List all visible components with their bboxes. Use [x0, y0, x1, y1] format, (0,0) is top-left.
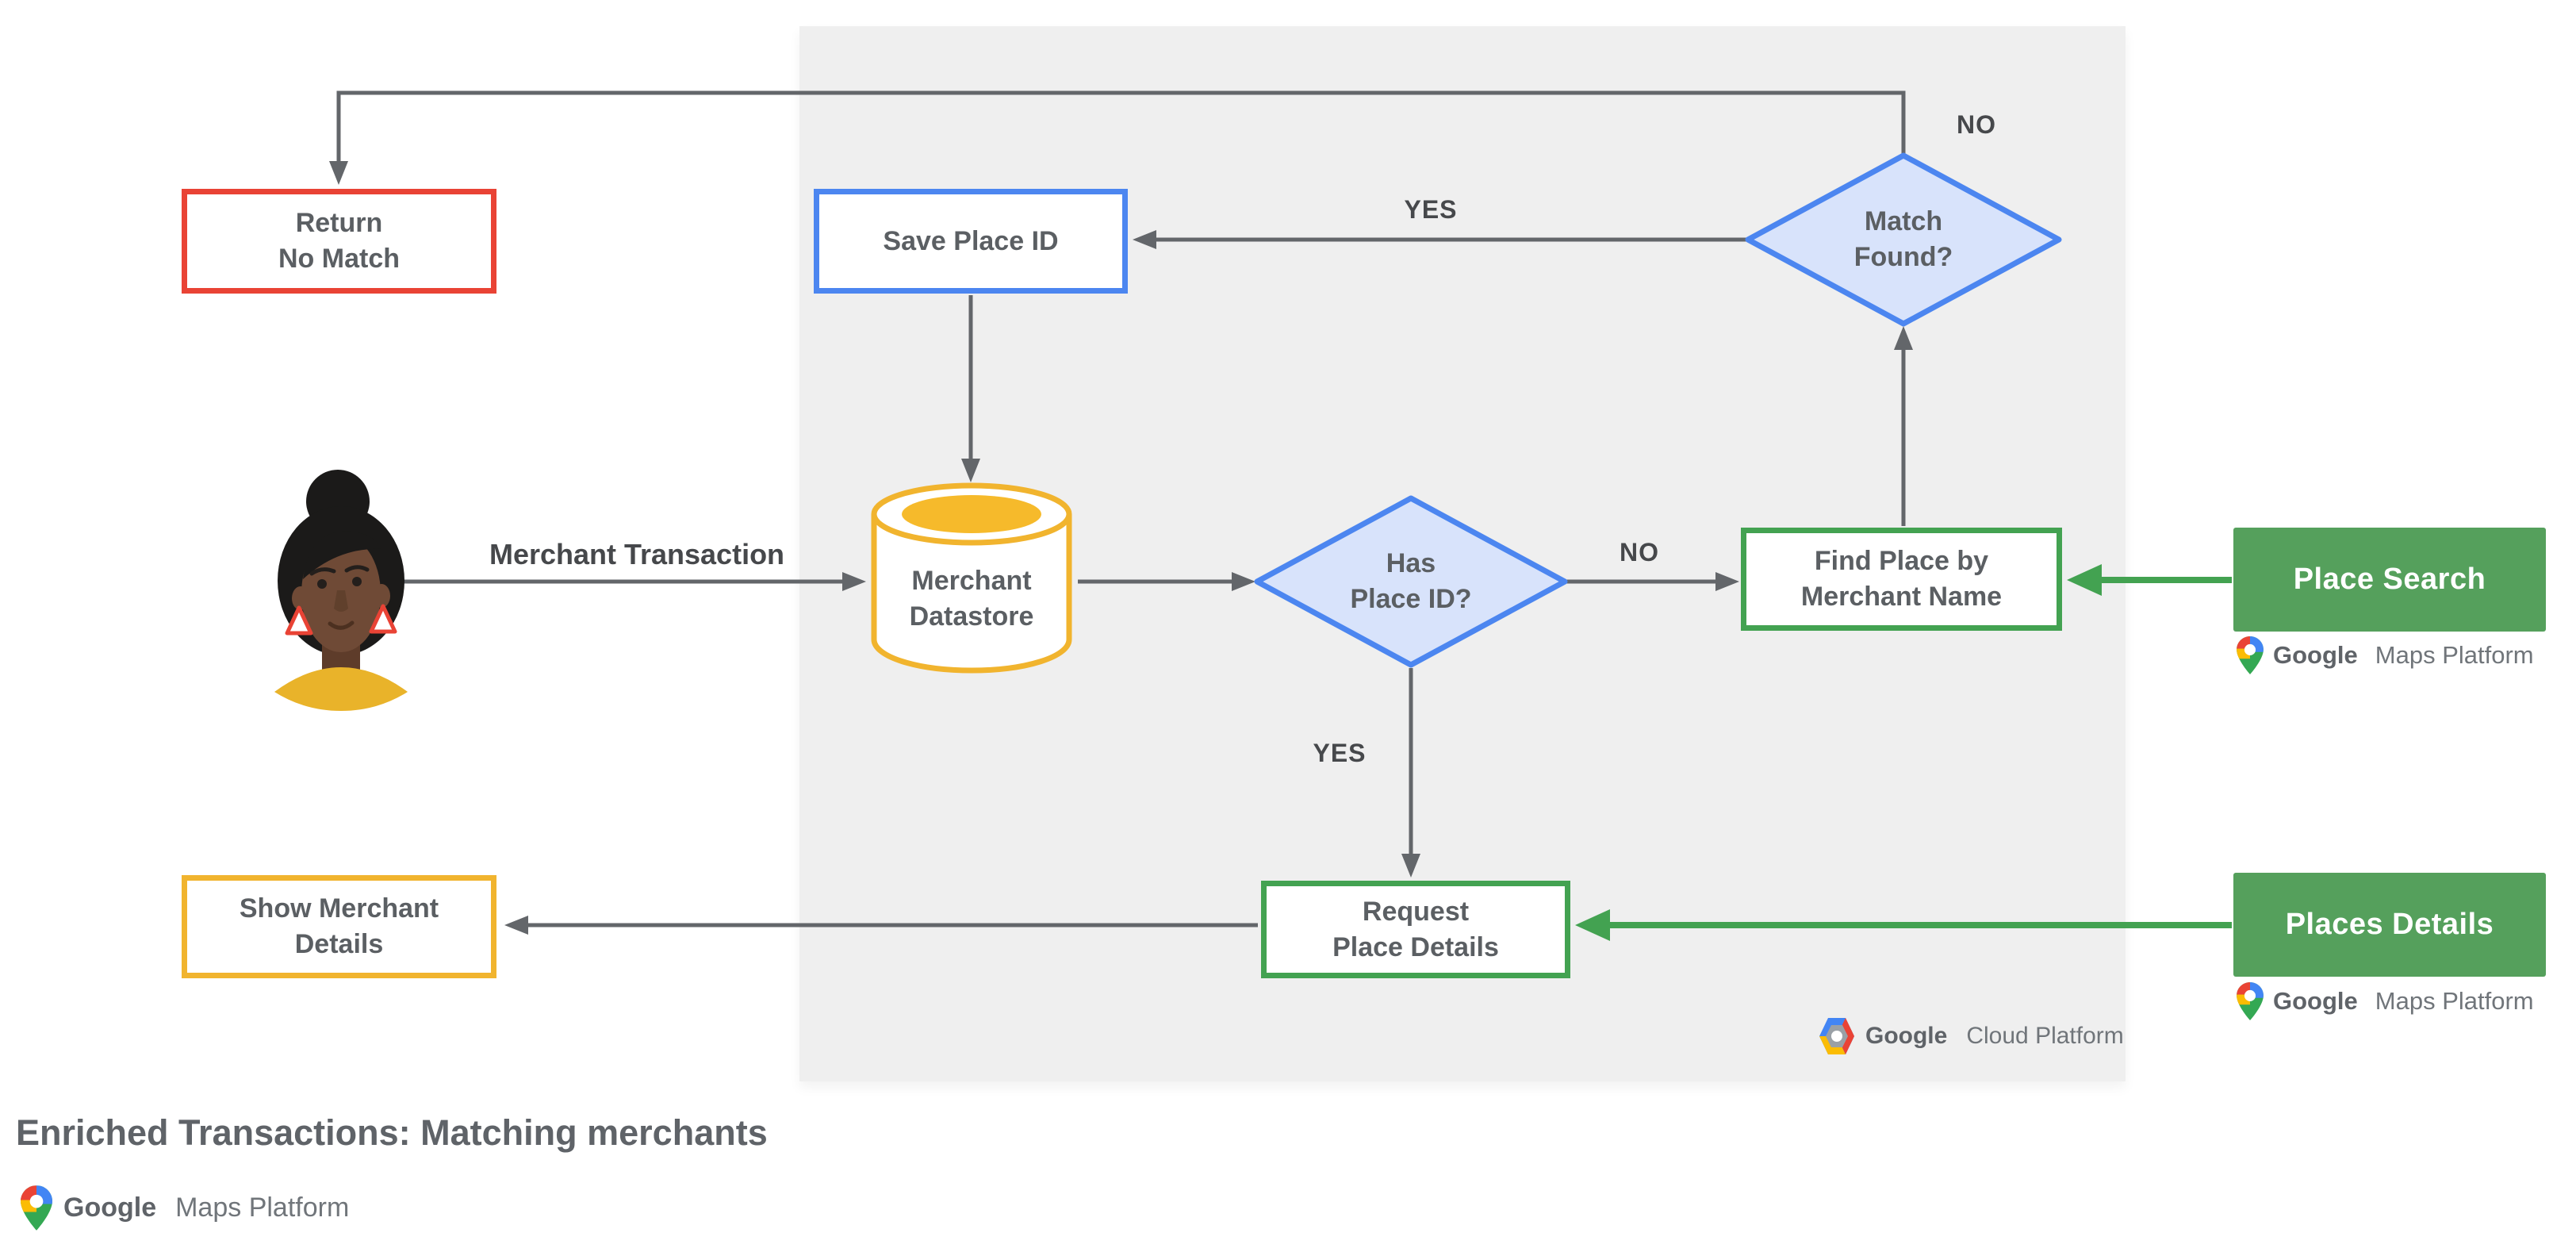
arrowhead-green-into-request: [1575, 909, 1610, 941]
maps-pin-icon: [21, 1185, 52, 1231]
arrowhead-into-request-details: [1401, 854, 1420, 878]
maps-pin-icon: [2237, 636, 2264, 674]
diagram-title: Enriched Transactions: Matching merchant…: [16, 1112, 768, 1153]
node-save-place-id-label: Save Place ID: [883, 225, 1059, 256]
avatar-earring-right: [369, 604, 397, 634]
node-save-place-id: Save Place ID: [814, 189, 1128, 294]
logo-brand-text: Google: [1865, 1023, 1948, 1049]
node-request-place-details: Request Place Details: [1261, 881, 1570, 978]
arrowhead-into-return-no-match: [329, 161, 348, 185]
cloud-hexagon-icon: [1819, 1016, 1854, 1056]
node-has-place-id-label-wrap: Has Place ID?: [1292, 532, 1530, 631]
edge-label-has-place-id-yes: YES: [1313, 738, 1367, 767]
logo-brand-text: Google: [63, 1192, 157, 1223]
arrowhead-green-into-find-place: [2067, 564, 2102, 596]
avatar-nose: [334, 590, 348, 612]
node-find-place-label: Find Place by Merchant Name: [1800, 546, 2003, 612]
logo-brand-text: Google: [2273, 987, 2358, 1015]
logo-product-text: Maps Platform: [2375, 987, 2534, 1015]
arrowhead-into-save-place-id: [1133, 230, 1156, 249]
arrowhead-into-has-place-id: [1232, 572, 1255, 591]
node-merchant-datastore-label: Merchant Datastore: [909, 565, 1034, 632]
logo-product-text: Maps Platform: [175, 1192, 350, 1223]
maps-platform-logo-place-search: Google Maps Platform: [2237, 635, 2534, 676]
avatar-earring-left: [285, 605, 313, 636]
edge-label-has-place-id-no: NO: [1620, 537, 1659, 566]
edge-label-match-found-no: NO: [1957, 109, 1996, 139]
maps-platform-logo-places-details: Google Maps Platform: [2237, 981, 2534, 1022]
node-merchant-datastore-label-wrap: Merchant Datastore: [876, 549, 1067, 648]
node-places-details-label: Places Details: [2285, 908, 2494, 942]
node-return-no-match-label: Return No Match: [278, 208, 400, 274]
edge-label-match-found-yes: YES: [1404, 194, 1458, 224]
maps-pin-icon: [2237, 982, 2264, 1020]
match-found-diamond-shape: [1745, 152, 2062, 327]
node-show-merchant-details-label: Show Merchant Details: [239, 893, 439, 959]
node-place-search-label: Place Search: [2293, 563, 2486, 597]
edge-label-merchant-transaction: Merchant Transaction: [489, 538, 785, 570]
node-return-no-match: Return No Match: [182, 189, 496, 294]
maps-platform-logo-footer: Google Maps Platform: [21, 1184, 349, 1231]
avatar-brow-right: [344, 565, 370, 573]
node-places-details-api: Places Details: [2233, 873, 2546, 977]
node-has-place-id-label: Has Place ID?: [1350, 548, 1472, 614]
logo-product-text: Maps Platform: [2375, 641, 2534, 669]
has-place-id-diamond-shape: [1254, 495, 1568, 668]
arrowhead-into-datastore: [842, 572, 866, 591]
arrowhead-into-find-place: [1715, 572, 1739, 591]
node-request-place-details-label: Request Place Details: [1332, 896, 1499, 962]
avatar-mouth: [328, 620, 355, 630]
node-find-place-by-merchant-name: Find Place by Merchant Name: [1741, 528, 2062, 631]
logo-product-text: Cloud Platform: [1966, 1023, 2124, 1049]
avatar-fringe: [303, 531, 381, 579]
avatar-shirt: [274, 667, 408, 711]
datastore-cylinder-body: [871, 514, 1072, 674]
datastore-cylinder-inner: [902, 495, 1041, 533]
avatar-eye-right: [352, 577, 362, 586]
arrowhead-into-match-found: [1894, 326, 1913, 350]
node-match-found-label: Match Found?: [1853, 206, 1953, 272]
avatar-brow-left: [309, 567, 336, 576]
avatar-eye-left: [317, 579, 327, 589]
edge-match-found-no: [336, 90, 1906, 161]
logo-brand-text: Google: [2273, 641, 2358, 669]
arrowhead-into-show-details: [504, 916, 528, 935]
node-place-search-api: Place Search: [2233, 528, 2546, 632]
node-match-found-label-wrap: Match Found?: [1784, 190, 2022, 289]
user-avatar: [274, 470, 408, 711]
google-cloud-platform-logo: Google Cloud Platform: [1819, 1016, 2124, 1057]
node-show-merchant-details: Show Merchant Details: [182, 875, 496, 978]
arrowhead-into-datastore-top: [961, 459, 980, 482]
